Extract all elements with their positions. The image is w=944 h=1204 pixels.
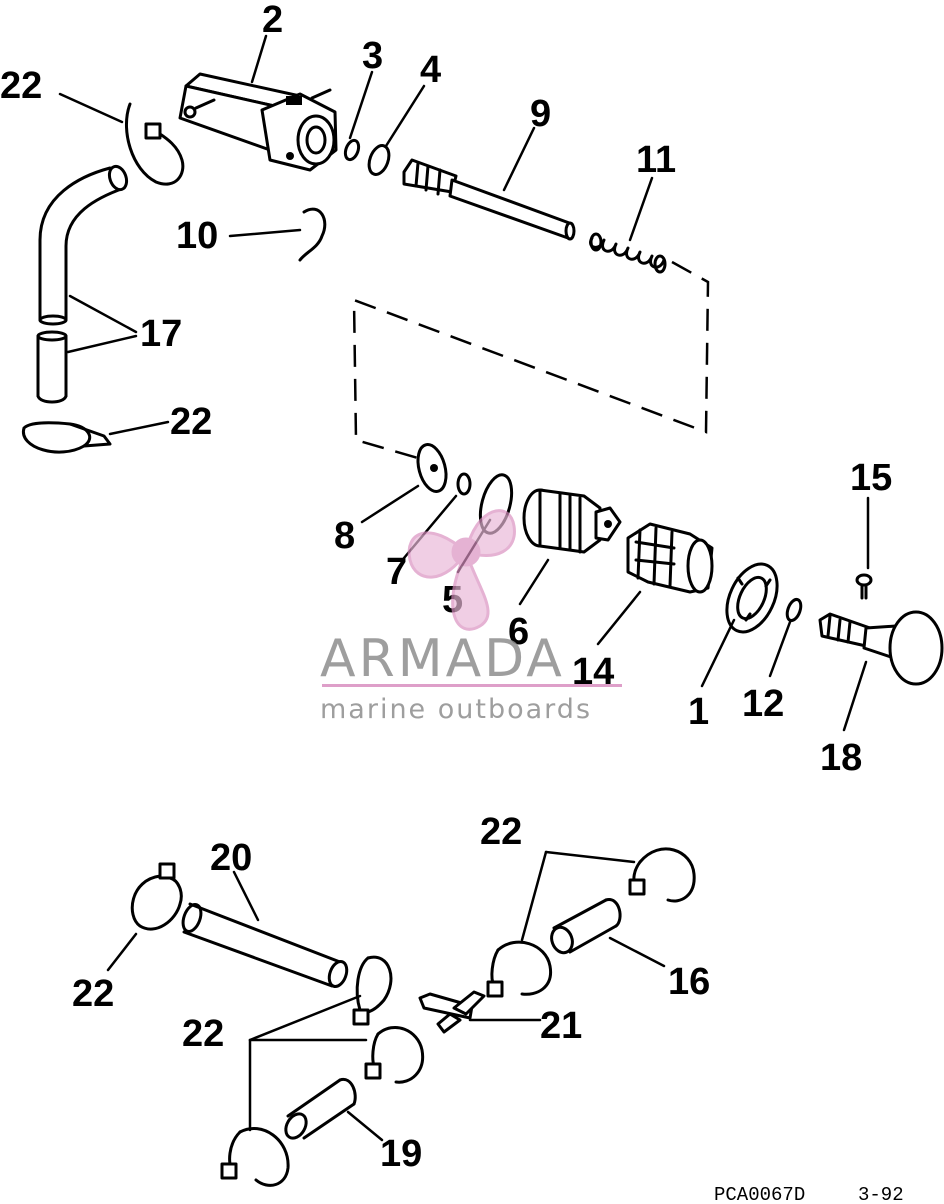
watermark-rule: [322, 684, 622, 687]
part-22-clamp-right-mid: [486, 940, 553, 998]
callout-22-lower-left: 22: [72, 973, 114, 1015]
callout-1: 1: [688, 691, 709, 733]
part-14-housing: [626, 522, 714, 594]
part-7-o-ring: [456, 472, 472, 496]
callout-22-top-left: 22: [0, 65, 42, 107]
part-19-hose: [284, 1077, 357, 1140]
callout-9: 9: [530, 93, 551, 135]
propeller-logo-icon: [407, 509, 516, 631]
part-17-hose-lower: [36, 330, 68, 404]
part-17-hose-upper: [38, 164, 129, 326]
callout-18: 18: [820, 737, 862, 779]
callout-4: 4: [420, 49, 441, 91]
armada-watermark: ARMADA marine outboards: [320, 509, 622, 725]
figure-code: PCA0067D: [714, 1184, 805, 1204]
callout-10: 10: [176, 215, 218, 257]
callout-15: 15: [850, 457, 892, 499]
callout-2: 2: [262, 0, 283, 41]
part-15-screw: [855, 573, 873, 600]
part-20-hose: [181, 902, 349, 989]
part-22-clamp-mid: [352, 955, 393, 1026]
callout-8: 8: [334, 515, 355, 557]
callout-19: 19: [380, 1133, 422, 1175]
callout-21: 21: [540, 1005, 582, 1047]
part-21-tee-fitting: [418, 990, 486, 1034]
part-22-clamp-bottom: [220, 1126, 290, 1187]
part-22-clamp-left: [22, 421, 112, 454]
leader-lines: [58, 34, 870, 1142]
callout-22-top-right: 22: [480, 811, 522, 853]
part-2-valve-body: [178, 72, 338, 172]
part-16-hose: [550, 898, 622, 955]
part-12-o-ring: [785, 597, 803, 623]
part-18-primer-knob: [818, 610, 944, 686]
part-22-clamp-center: [364, 1025, 425, 1084]
callout-22-center: 22: [182, 1013, 224, 1055]
part-1-lock-nut: [725, 562, 779, 634]
part-11-spring: [589, 232, 667, 274]
part-22-clamp-top-left: [125, 102, 185, 186]
callout-3: 3: [362, 35, 383, 77]
callout-12: 12: [742, 683, 784, 725]
callout-20: 20: [210, 837, 252, 879]
callout-6: 6: [508, 611, 529, 653]
assembly-dashed-outline: [352, 260, 710, 460]
callout-16: 16: [668, 961, 710, 1003]
part-8-washer: [416, 443, 448, 493]
callout-7: 7: [386, 551, 407, 593]
watermark-brand: ARMADA: [320, 629, 565, 689]
part-9-plunger: [402, 158, 576, 241]
callout-17: 17: [140, 313, 182, 355]
figure-date: 3-92: [858, 1184, 904, 1204]
part-4-o-ring: [367, 144, 391, 176]
part-6-valve-seat: [522, 488, 622, 554]
part-22-clamp-top-right: [628, 847, 696, 903]
part-10-retaining-clip: [298, 207, 327, 262]
part-3-o-ring: [343, 138, 361, 162]
callout-22-left: 22: [170, 401, 212, 443]
callout-11: 11: [636, 139, 676, 181]
part-22-clamp-lower-left: [130, 862, 183, 931]
watermark-tagline: marine outboards: [320, 694, 592, 725]
